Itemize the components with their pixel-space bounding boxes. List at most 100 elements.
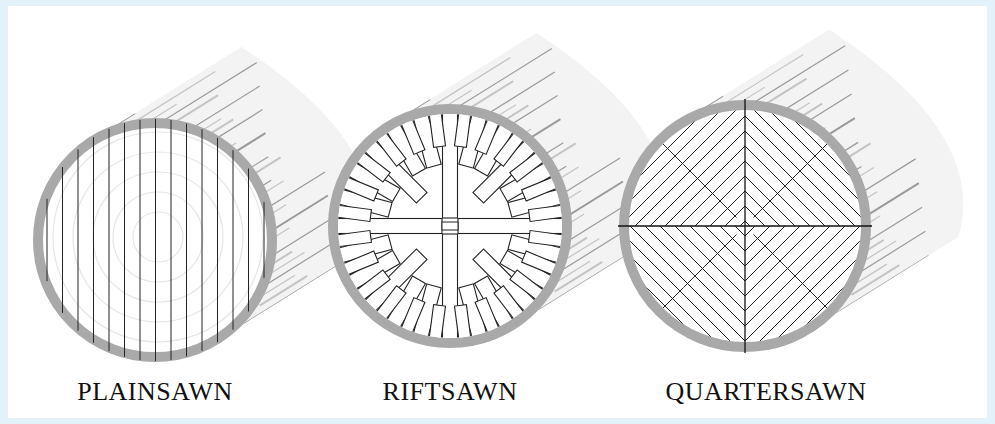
bark-stroke <box>451 49 552 112</box>
saw-cut <box>202 129 203 351</box>
bark-stroke <box>744 46 845 109</box>
quarter-cut <box>628 226 745 343</box>
quarter-cut <box>745 226 862 343</box>
quarter-cut <box>745 226 862 343</box>
saw-cut <box>186 123 187 356</box>
rift-board <box>340 251 379 276</box>
quarter-cut <box>745 216 862 226</box>
saw-cut <box>78 149 79 330</box>
rift-board <box>400 116 425 155</box>
quarter-cut <box>628 226 745 343</box>
quarter-cut <box>745 226 862 343</box>
cut-pattern <box>333 109 567 343</box>
quarter-line <box>744 99 745 353</box>
quarter-cut <box>745 109 862 226</box>
saw-cut <box>171 120 172 360</box>
quarter-cut <box>628 109 745 226</box>
growth-ring <box>113 192 203 282</box>
quarter-cut <box>628 156 745 226</box>
quarter-cut <box>628 109 745 226</box>
cut-pattern <box>53 132 263 342</box>
rift-board <box>443 234 458 343</box>
rift-board <box>529 230 567 247</box>
saw-cut <box>155 119 156 361</box>
bark-stroke <box>156 63 257 126</box>
rift-board <box>374 130 406 167</box>
quarter-cut <box>745 141 862 226</box>
quarter-cut <box>628 226 745 343</box>
quarter-cut <box>628 226 745 343</box>
quarter-cut <box>628 226 745 343</box>
quarter-cut <box>745 226 862 343</box>
saw-cut <box>233 150 234 330</box>
quarter-cut <box>628 226 745 343</box>
quarter-cut <box>745 109 862 226</box>
quarter-cut <box>628 109 745 226</box>
quarter-cut <box>628 246 745 343</box>
quarter-cut <box>628 226 745 343</box>
quarter-cut <box>745 226 862 343</box>
quarter-cut <box>628 109 745 226</box>
quarter-cut <box>628 276 745 343</box>
quarter-cut <box>745 109 862 226</box>
quarter-cut <box>628 109 745 226</box>
rift-board <box>475 298 500 337</box>
quarter-cut <box>745 226 862 343</box>
saw-cut <box>109 129 110 351</box>
log <box>38 47 371 361</box>
cut-label: RIFTSAWN <box>383 377 518 407</box>
quarter-cut <box>628 226 745 343</box>
saw-cut <box>93 137 94 343</box>
quarter-cut <box>745 109 862 226</box>
rift-board <box>475 116 500 155</box>
quarter-cut <box>745 261 862 343</box>
quarter-cut <box>628 109 745 226</box>
cut-label: PLAINSAWN <box>77 377 233 407</box>
quarter-cut <box>628 109 745 226</box>
quarter-cut <box>745 226 862 343</box>
quarter-cut <box>628 226 745 343</box>
quarter-cut <box>628 216 745 226</box>
quarter-cut <box>628 126 745 226</box>
quarter-cut <box>628 109 745 226</box>
quarter-cut <box>628 226 745 343</box>
rift-board <box>340 176 379 201</box>
quarter-cut <box>628 226 745 343</box>
cut-label: QUARTERSAWN <box>665 377 866 407</box>
cut-pattern <box>545 0 945 424</box>
quarter-cut <box>628 109 745 226</box>
quarter-cut <box>745 109 862 226</box>
quarter-cut <box>745 226 862 343</box>
quarter-cut <box>745 109 862 226</box>
quarter-cut <box>628 109 745 226</box>
quarter-cut <box>745 171 862 226</box>
quarter-cut <box>628 109 745 226</box>
rift-board <box>510 150 547 182</box>
quarter-cut <box>628 226 745 343</box>
quarter-cut <box>745 226 862 343</box>
saw-cut <box>140 120 141 360</box>
quarter-cut <box>628 226 745 343</box>
quarter-cut <box>745 109 862 226</box>
quarter-cut <box>628 109 745 226</box>
rift-board <box>354 270 391 302</box>
rift-board <box>333 205 371 222</box>
quarter-cut <box>745 226 862 343</box>
saw-cut <box>124 123 125 357</box>
quarter-cut <box>628 109 745 226</box>
rift-board <box>458 219 567 234</box>
rift-board <box>494 130 526 167</box>
rift-board <box>333 219 442 234</box>
quarter-cut <box>745 109 862 226</box>
quarter-cut <box>745 109 862 226</box>
rift-board <box>354 150 391 182</box>
quarter-cut <box>628 109 745 226</box>
quarter-cut <box>745 226 862 343</box>
rift-board <box>443 109 458 218</box>
quarter-cut <box>628 201 745 226</box>
quarter-cut <box>628 226 745 343</box>
bark-ring <box>333 109 567 343</box>
quarter-cut <box>745 186 862 226</box>
quarter-cut <box>628 261 745 343</box>
rift-board <box>333 230 371 247</box>
